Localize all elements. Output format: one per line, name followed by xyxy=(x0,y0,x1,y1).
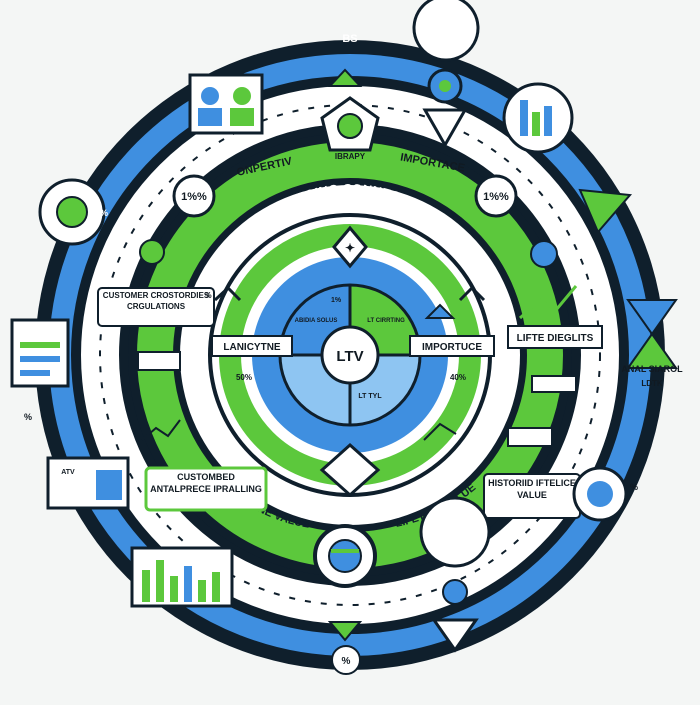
road-dashes xyxy=(99,104,601,606)
screen-panel xyxy=(96,470,122,500)
right-small-dot xyxy=(530,240,558,268)
bubble-right-text: 1%% xyxy=(483,191,509,203)
pct-b: 40% xyxy=(450,373,466,382)
right-card-2 xyxy=(507,427,553,447)
person-icon-2-body xyxy=(230,108,254,126)
road-arrow-right xyxy=(578,188,633,234)
pct-d: % xyxy=(100,208,108,218)
right-trend-icon xyxy=(518,285,578,320)
ltv-label: LTV xyxy=(336,348,363,365)
clipboard-icon xyxy=(10,318,70,388)
inner-arrow-left xyxy=(213,285,242,302)
inner-arrow-right xyxy=(458,285,486,302)
right-card-1 xyxy=(531,375,577,393)
clipboard-line-1 xyxy=(20,342,60,348)
bottom-node-bar xyxy=(331,549,359,553)
person-icon-1-body xyxy=(198,108,222,126)
bottom-bar-4 xyxy=(184,566,192,602)
ltv-hub xyxy=(320,325,380,385)
road-arrow-top xyxy=(327,68,363,87)
bar-icon-2 xyxy=(532,112,540,136)
bottom-pin xyxy=(419,496,491,568)
bottom-pin-tail xyxy=(431,618,479,653)
bottom-pct-badge xyxy=(331,645,361,675)
diamond-glyph: ✦ xyxy=(345,241,355,255)
left-small-dot xyxy=(139,239,165,265)
bar-icon-1 xyxy=(520,100,528,136)
lifte-box-text: LIFTE DIEGLITS xyxy=(517,333,594,344)
bottom-bar-2 xyxy=(156,560,164,602)
bubble-left-text: 1%% xyxy=(181,191,207,203)
hourglass-top xyxy=(626,299,678,336)
clipboard-line-2 xyxy=(20,356,60,362)
pct-a: 50% xyxy=(236,373,252,382)
left-trend-icon xyxy=(141,419,181,441)
historic-box-text: HISTORIID IFTELICE VALUE xyxy=(488,478,576,500)
sector-text-3: LT TYL xyxy=(358,393,382,400)
analytics-box-text: CUSTOMBED ANTALPRECE IPRALLING xyxy=(150,472,262,494)
bottom-bar-6 xyxy=(212,572,220,602)
customer-box-text: CUSTOMER CROSTORDIES CRGULATIONS xyxy=(102,291,210,311)
pct-bottom: % xyxy=(342,656,351,667)
lifte-box xyxy=(507,325,603,349)
right-step-icon xyxy=(423,422,457,441)
anal-label: ANAL SIAROL xyxy=(621,364,683,374)
bubble-left xyxy=(172,174,216,218)
bottom-pin-dot xyxy=(442,579,468,605)
inner-blue-arrow xyxy=(424,303,456,319)
location-pin-tail xyxy=(422,108,468,149)
pct-f: % xyxy=(630,482,638,492)
sector-text-1: ABIDIA SOLUS xyxy=(295,318,338,324)
left-target-core xyxy=(56,196,88,228)
top-diamond xyxy=(332,225,368,269)
sector-text-2: LT CIRRTING xyxy=(367,318,405,324)
clipboard-line-3 xyxy=(20,370,50,376)
right-tag: IMPORTUCE xyxy=(422,342,482,353)
pct-e: % xyxy=(24,412,32,422)
top-node-icon xyxy=(337,113,363,139)
bottom-bar-1 xyxy=(142,570,150,602)
bubble-right xyxy=(474,174,518,218)
bottom-bar-5 xyxy=(198,580,206,602)
screen-text: ATV xyxy=(61,469,75,476)
customer-box xyxy=(97,287,215,327)
road-arrow-bottom xyxy=(327,621,363,642)
right-tag-box xyxy=(409,335,495,357)
hourglass-bottom xyxy=(626,332,678,369)
label-ibrapy: IBRAPY xyxy=(335,152,366,161)
bar-icon-3 xyxy=(544,106,552,136)
left-tag: LANICYTNE xyxy=(223,342,281,353)
top-badge: BS xyxy=(342,33,357,45)
person-icon-1 xyxy=(201,87,219,105)
bottom-bar-3 xyxy=(170,576,178,602)
left-mini-card xyxy=(137,351,181,371)
pct-c: % xyxy=(204,291,211,300)
location-pin xyxy=(412,0,480,62)
bottom-diamond xyxy=(319,442,381,498)
small-label: LDTK xyxy=(641,379,663,388)
analytics-box xyxy=(144,466,268,512)
bottom-node-inner xyxy=(328,539,362,573)
person-icon-2 xyxy=(233,87,251,105)
gauge-core xyxy=(587,481,613,507)
sector-text-4: 1% xyxy=(331,297,342,304)
pin-dot xyxy=(439,80,451,92)
left-tag-box xyxy=(211,335,293,357)
